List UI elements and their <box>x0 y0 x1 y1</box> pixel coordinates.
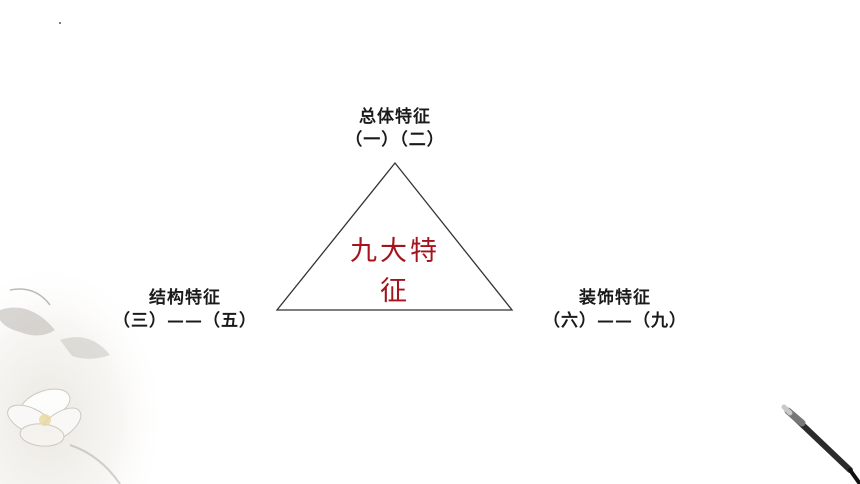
node-left: 结构特征 （三）——（五） <box>95 287 275 333</box>
bullet-dot <box>59 22 61 24</box>
node-left-title: 结构特征 <box>149 288 221 308</box>
node-top: 总体特征 （一）（二） <box>310 106 480 152</box>
node-right-title: 装饰特征 <box>579 288 651 308</box>
lotus-painting-icon <box>0 270 160 484</box>
node-right: 装饰特征 （六）——（九） <box>525 287 705 333</box>
node-left-range: （三）——（五） <box>113 311 257 331</box>
node-right-range: （六）——（九） <box>543 311 687 331</box>
triangle-shape <box>275 161 514 311</box>
node-top-range: （一）（二） <box>345 130 445 150</box>
node-top-title: 总体特征 <box>359 107 431 127</box>
ink-brush-icon <box>781 404 860 484</box>
center-label: 九大特征 <box>350 236 440 307</box>
